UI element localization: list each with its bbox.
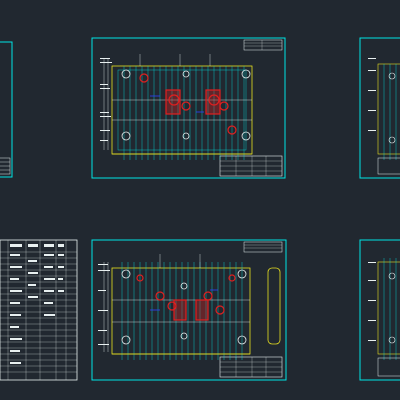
hatch-lines	[121, 262, 243, 360]
title-block	[219, 356, 283, 378]
sheet-right-bottom[interactable]	[359, 239, 400, 381]
sheet-center-bottom[interactable]	[91, 239, 287, 381]
blue-lines	[150, 95, 204, 113]
sheet-frame	[91, 239, 287, 381]
table-frame	[0, 239, 78, 381]
table-cell-marks	[10, 244, 64, 364]
guide-pins	[121, 69, 251, 141]
sheet-right-top[interactable]	[359, 37, 400, 179]
hatch-lines	[123, 66, 245, 160]
guide-pins	[121, 269, 247, 345]
white-detail-lines	[103, 54, 252, 150]
side-runner-slot	[267, 267, 281, 345]
white-detail-lines	[103, 254, 250, 352]
table-rows	[0, 251, 77, 373]
dimension-text-marks	[100, 58, 112, 141]
mold-plate-outline	[111, 65, 253, 155]
sheet-left-bottom-parts-list[interactable]	[0, 239, 78, 381]
cavity-features	[136, 274, 236, 321]
sheet-center-top[interactable]	[91, 37, 286, 179]
revision-block	[243, 241, 283, 253]
title-block	[219, 155, 283, 177]
cavity-features	[139, 73, 237, 135]
table-columns	[7, 240, 67, 380]
sheet-frame	[0, 41, 13, 178]
sheet-frame	[359, 239, 400, 381]
revision-block	[243, 39, 283, 51]
sheet-frame	[359, 37, 400, 179]
sheet-left-top[interactable]	[0, 41, 13, 178]
blue-lines	[150, 289, 218, 311]
sheet-frame	[91, 37, 286, 179]
dimension-text-marks	[98, 264, 110, 345]
